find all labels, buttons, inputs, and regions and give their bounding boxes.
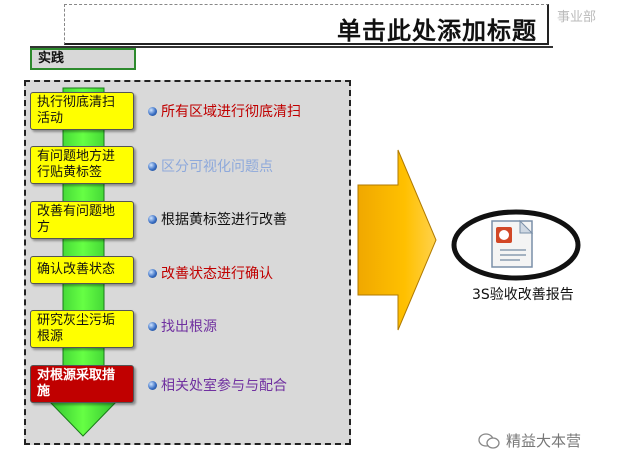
step-3-description: 根据黄标签进行改善 <box>148 209 287 229</box>
step-4-description-text: 改善状态进行确认 <box>161 266 273 282</box>
step-5-box: 研究灰尘污垢根源 <box>30 310 134 348</box>
step-5-description-text: 找出根源 <box>161 319 217 335</box>
step-3-box: 改善有问题地方 <box>30 201 134 239</box>
step-6-description: 相关处室参与与配合 <box>148 375 287 395</box>
watermark: 精益大本营 <box>478 430 581 451</box>
department-label: 事业部 <box>557 10 597 25</box>
step-2-description-text: 区分可视化问题点 <box>161 159 273 175</box>
step-5-description: 找出根源 <box>148 316 217 336</box>
title-placeholder[interactable]: 单击此处添加标题 <box>64 4 549 45</box>
title-underline <box>30 46 553 48</box>
globe-bullet-icon <box>148 268 157 278</box>
watermark-text: 精益大本营 <box>506 432 582 450</box>
globe-bullet-icon <box>148 214 157 224</box>
step-6-description-text: 相关处室参与与配合 <box>161 378 287 394</box>
step-4-description: 改善状态进行确认 <box>148 263 273 283</box>
globe-bullet-icon <box>148 106 157 116</box>
step-4-box: 确认改善状态 <box>30 256 134 284</box>
wechat-icon <box>478 432 500 449</box>
step-2-box: 有问题地方进行贴黄标签 <box>30 146 134 184</box>
step-1-box: 执行彻底清扫活动 <box>30 92 134 130</box>
report-label: 3S验收改善报告 <box>472 287 574 303</box>
step-1-description: 所有区域进行彻底清扫 <box>148 101 301 121</box>
page-title[interactable]: 单击此处添加标题 <box>337 16 537 45</box>
step-2-description: 区分可视化问题点 <box>148 156 273 176</box>
step-1-description-text: 所有区域进行彻底清扫 <box>161 104 301 120</box>
section-label: 实践 <box>30 48 136 70</box>
globe-bullet-icon <box>148 161 157 171</box>
step-3-description-text: 根据黄标签进行改善 <box>161 212 287 228</box>
big-right-arrow-shape <box>357 149 437 331</box>
globe-bullet-icon <box>148 321 157 331</box>
report-document-icon <box>451 209 581 281</box>
globe-bullet-icon <box>148 380 157 390</box>
step-6-box: 对根源采取措施 <box>30 365 134 403</box>
